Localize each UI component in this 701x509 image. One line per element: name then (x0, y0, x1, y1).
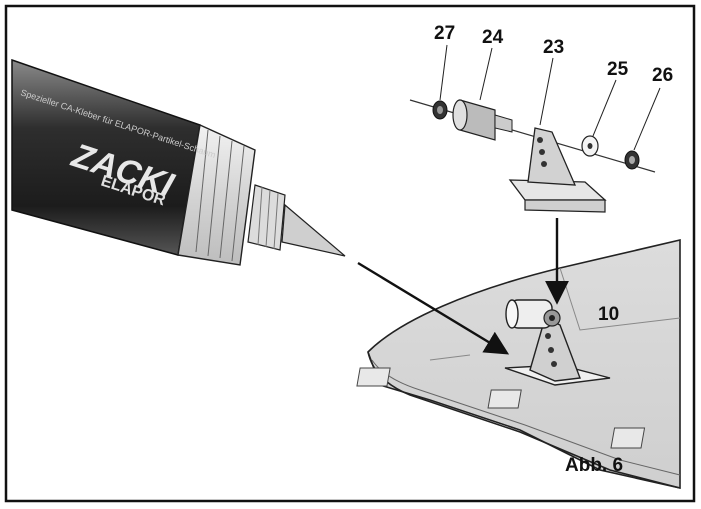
figure-caption: Abb. 6 (565, 455, 624, 476)
label-23: 23 (543, 37, 565, 58)
glue-tube: ZACKI ELAPOR Spezieller CA-Kleber für EL… (11, 58, 346, 266)
part-24-sleeve (452, 99, 513, 141)
label-10: 10 (598, 304, 620, 325)
exploded-parts (409, 44, 661, 213)
label-26: 26 (652, 65, 674, 86)
label-24: 24 (482, 27, 504, 48)
wing (356, 238, 681, 489)
part-26-nut (624, 150, 640, 170)
part-27-nut (432, 100, 448, 120)
label-25: 25 (607, 59, 629, 80)
label-27: 27 (434, 23, 456, 44)
glue-arrow (357, 261, 510, 355)
horn-mounted (504, 299, 611, 386)
part-23-horn (508, 127, 607, 213)
part-25-washer (581, 135, 599, 157)
